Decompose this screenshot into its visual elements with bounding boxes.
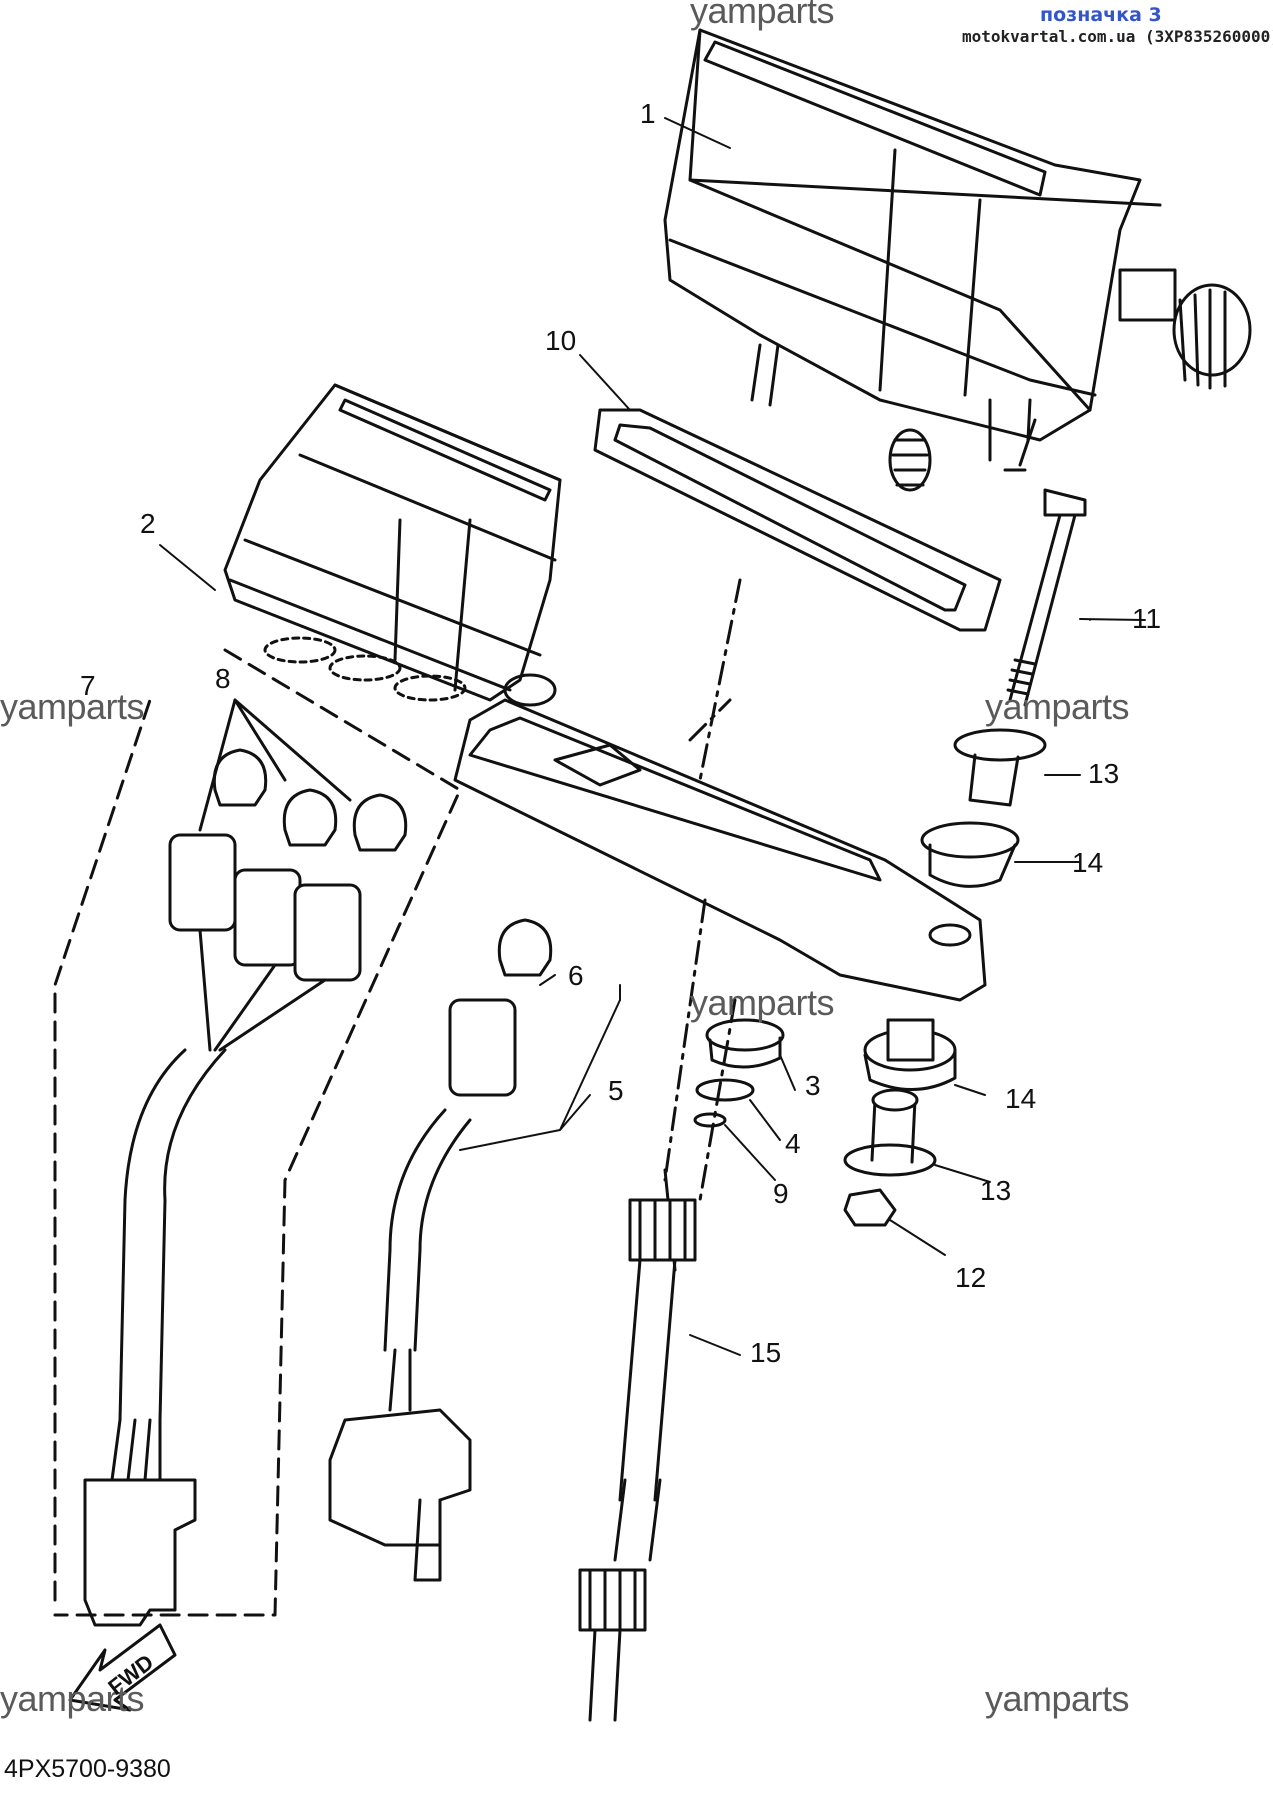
bulbs-8 [198, 698, 408, 852]
collar-3 [705, 1018, 785, 1069]
wire-harness-7 [83, 833, 362, 1627]
harness-7-boundary [53, 648, 462, 1617]
socket-5 [328, 998, 517, 1582]
gasket-10 [593, 408, 1002, 632]
callout-14-bottom: 14 [1005, 1083, 1037, 1114]
callout-6: 6 [568, 960, 584, 991]
leader-lines [159, 117, 1146, 1356]
callout-11: 11 [1132, 603, 1162, 634]
watermark-center: yamparts [690, 982, 835, 1023]
watermark-bottom-right: yamparts [985, 1678, 1130, 1719]
callout-14-top: 14 [1072, 847, 1104, 878]
fwd-arrow-icon [68, 1623, 177, 1712]
alignment-lines [688, 578, 742, 1202]
meter-bracket [453, 673, 987, 1002]
damper-14-top [920, 821, 1020, 888]
header-tag: позначка 3 [1040, 4, 1162, 26]
callout-7: 7 [80, 670, 96, 701]
meter-assembly-2 [223, 383, 562, 702]
meter-assembly-1 [663, 28, 1252, 492]
collar-13-bottom [843, 1088, 937, 1177]
damper-14-bottom [863, 1018, 957, 1091]
callout-15: 15 [750, 1337, 782, 1368]
callout-10: 10 [545, 325, 577, 356]
header-source: motokvartal.com.ua (3XP835260000) [962, 27, 1273, 46]
watermark-right: yamparts [985, 686, 1130, 727]
bulb-6 [497, 918, 553, 977]
nut-12 [843, 1188, 897, 1227]
nut-9 [693, 1112, 727, 1128]
callout-13-bottom: 13 [980, 1175, 1012, 1206]
collar-13-top [953, 728, 1047, 807]
washer-4 [695, 1078, 755, 1102]
callout-4: 4 [785, 1128, 801, 1159]
diagram-code: 4PX5700-9380 [4, 1755, 171, 1783]
watermark-bottom-left: yamparts [0, 1678, 145, 1719]
callout-9: 9 [773, 1178, 789, 1209]
callout-8: 8 [215, 663, 231, 694]
cable-15 [578, 1168, 697, 1722]
callout-5: 5 [608, 1075, 624, 1106]
callout-13-top: 13 [1088, 758, 1120, 789]
bolt-11 [1006, 488, 1087, 707]
callout-2: 2 [140, 508, 156, 539]
callout-3: 3 [805, 1070, 821, 1101]
watermark-left: yamparts [0, 686, 145, 727]
callout-12: 12 [955, 1262, 987, 1293]
callout-1: 1 [640, 98, 656, 129]
watermark-top: yamparts [690, 0, 835, 31]
